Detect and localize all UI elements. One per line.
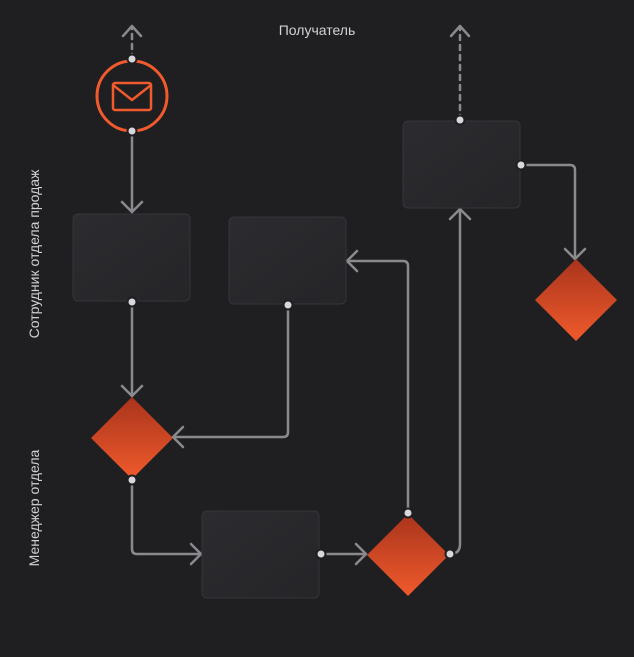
arrowhead xyxy=(563,247,587,261)
task-box-3[interactable] xyxy=(402,120,521,209)
connector-dot xyxy=(454,114,466,126)
connector-dot xyxy=(515,159,527,171)
task-box-1[interactable] xyxy=(72,213,191,302)
envelope-icon xyxy=(111,81,153,112)
flow-task3-to-gateway3 xyxy=(519,163,577,261)
lane-label-recipient: Получатель xyxy=(278,22,356,38)
flow-task2-to-gateway1 xyxy=(171,303,290,439)
connector-dot xyxy=(126,474,138,486)
gateway-2[interactable] xyxy=(367,514,449,596)
flow-gateway1-to-task4 xyxy=(130,478,203,556)
arrowhead xyxy=(120,200,144,214)
arrowhead xyxy=(354,542,368,566)
arrowhead xyxy=(449,24,471,38)
flow-gateway2-to-task3 xyxy=(448,207,462,556)
connector-dot xyxy=(126,125,138,137)
arrowhead xyxy=(189,542,203,566)
gateway-1[interactable] xyxy=(91,397,173,479)
arrowhead xyxy=(121,24,143,38)
arrowhead xyxy=(448,207,472,221)
arrowhead xyxy=(345,249,359,273)
connector-dot xyxy=(126,296,138,308)
connector-dot xyxy=(402,507,414,519)
connector-dot xyxy=(444,548,456,560)
connector-dot xyxy=(282,299,294,311)
task-box-2[interactable] xyxy=(228,216,347,305)
connector-dot xyxy=(315,548,327,560)
connector-dot xyxy=(126,53,138,65)
start-event[interactable] xyxy=(95,59,169,133)
arrowhead xyxy=(171,425,185,449)
gateway-3[interactable] xyxy=(535,259,617,341)
flow-gateway2-to-task2 xyxy=(345,259,410,515)
task-box-4[interactable] xyxy=(201,510,320,599)
arrowhead xyxy=(120,384,144,398)
